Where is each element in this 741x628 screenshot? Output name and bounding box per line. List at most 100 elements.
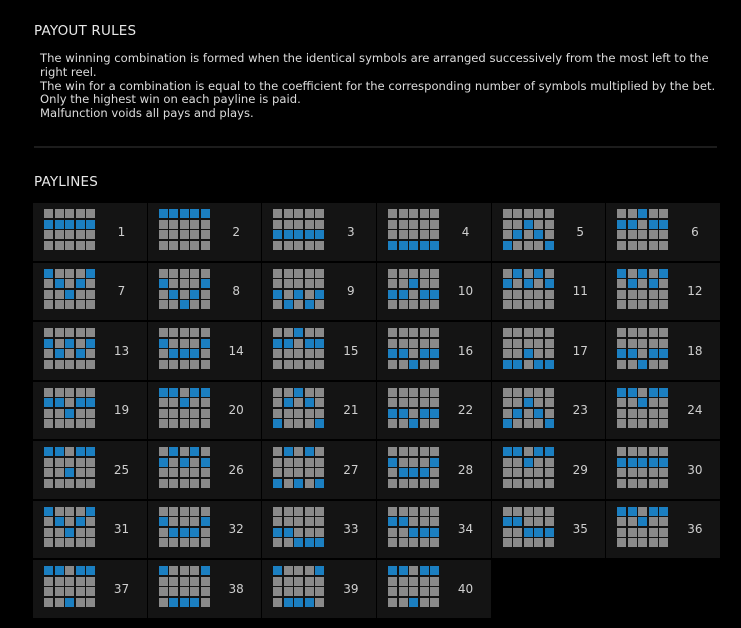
payline-square	[75, 268, 85, 278]
payline-square	[627, 408, 637, 418]
payline-square	[179, 387, 189, 397]
payline-square	[648, 398, 658, 407]
payline-square	[627, 268, 637, 278]
payline-square	[294, 398, 304, 407]
payline-square	[534, 387, 544, 397]
payline-square	[283, 517, 293, 526]
payline-square-active	[190, 209, 200, 218]
payline-square	[534, 517, 544, 526]
payline-square-active	[388, 566, 398, 575]
payline-square	[419, 597, 429, 607]
payline-square	[409, 338, 419, 348]
payline-square	[169, 300, 179, 309]
payline-square	[65, 517, 74, 526]
payline-square	[523, 538, 533, 547]
payline-square	[179, 289, 189, 299]
payline-square-active	[544, 527, 554, 537]
payline-square-active	[659, 506, 669, 516]
payline-square	[388, 209, 398, 218]
payline-square	[617, 300, 627, 309]
payline-square	[190, 538, 200, 547]
payline-square-active	[54, 349, 64, 358]
payline-pattern	[502, 506, 554, 547]
payline-square-active	[627, 457, 637, 467]
payline-square	[419, 209, 429, 218]
payline-square	[179, 468, 189, 477]
payline-square	[200, 359, 210, 369]
payline-square-active	[158, 209, 168, 218]
payline-square	[315, 300, 325, 309]
payline-square	[283, 419, 293, 428]
payline-square	[617, 447, 627, 456]
payline-square-active	[419, 527, 429, 537]
payline-square	[54, 300, 64, 309]
payline-number: 31	[113, 522, 130, 536]
payline-square	[54, 230, 64, 239]
payline-square	[523, 209, 533, 218]
payline-square	[169, 398, 179, 407]
payline-square	[44, 597, 53, 607]
payline-number: 21	[343, 403, 359, 417]
scrollbar[interactable]	[726, 0, 729, 628]
payline-square	[617, 408, 627, 418]
payline-square	[158, 419, 168, 428]
payline-square	[523, 517, 533, 526]
payline-square	[273, 279, 283, 288]
payline-square	[648, 419, 658, 428]
payline-square	[638, 538, 648, 547]
payline-square	[388, 419, 398, 428]
payline-square	[409, 387, 419, 397]
payline-square	[179, 338, 189, 348]
payline-square	[419, 587, 429, 596]
payline-square	[273, 219, 283, 229]
payline-square	[75, 408, 85, 418]
payline-card-30: 30	[606, 441, 720, 499]
payline-card-21: 21	[262, 381, 376, 439]
payline-square	[388, 328, 398, 337]
payline-square	[513, 419, 523, 428]
payline-square-active	[523, 219, 533, 229]
payline-square	[430, 538, 440, 547]
payline-square	[648, 328, 658, 337]
payline-square-active	[409, 419, 419, 428]
payline-square	[179, 240, 189, 250]
payline-pattern	[273, 268, 325, 309]
payline-square	[544, 517, 554, 526]
payline-square	[169, 517, 179, 526]
payline-square-active	[315, 338, 325, 348]
payline-square	[54, 289, 64, 299]
payline-square-active	[179, 398, 189, 407]
payline-square-active	[179, 527, 189, 537]
payline-square	[179, 230, 189, 239]
payline-square	[294, 408, 304, 418]
payline-square-active	[158, 279, 168, 288]
payline-square-active	[430, 566, 440, 575]
payline-square	[430, 576, 440, 586]
payline-square	[627, 468, 637, 477]
payline-number: 32	[228, 522, 244, 536]
payline-square	[419, 219, 429, 229]
payline-square	[65, 447, 74, 456]
payline-square-active	[409, 597, 419, 607]
payline-square	[627, 517, 637, 526]
payline-square	[158, 447, 168, 456]
payline-number: 23	[572, 403, 588, 417]
payline-square	[659, 289, 669, 299]
payline-square	[409, 566, 419, 575]
payline-square-active	[294, 597, 304, 607]
payline-square	[294, 457, 304, 467]
payline-square-active	[315, 538, 325, 547]
payline-square-active	[190, 597, 200, 607]
payline-square	[273, 209, 283, 218]
payline-square	[398, 338, 408, 348]
payline-square	[398, 209, 408, 218]
payline-square-active	[544, 359, 554, 369]
payline-square	[544, 398, 554, 407]
payline-square	[430, 447, 440, 456]
payline-card-7: 7	[33, 262, 147, 320]
payline-square-active	[617, 268, 627, 278]
payline-square	[190, 230, 200, 239]
payline-pattern	[44, 387, 95, 428]
payline-card-2: 2	[147, 203, 262, 261]
payline-square	[398, 506, 408, 516]
